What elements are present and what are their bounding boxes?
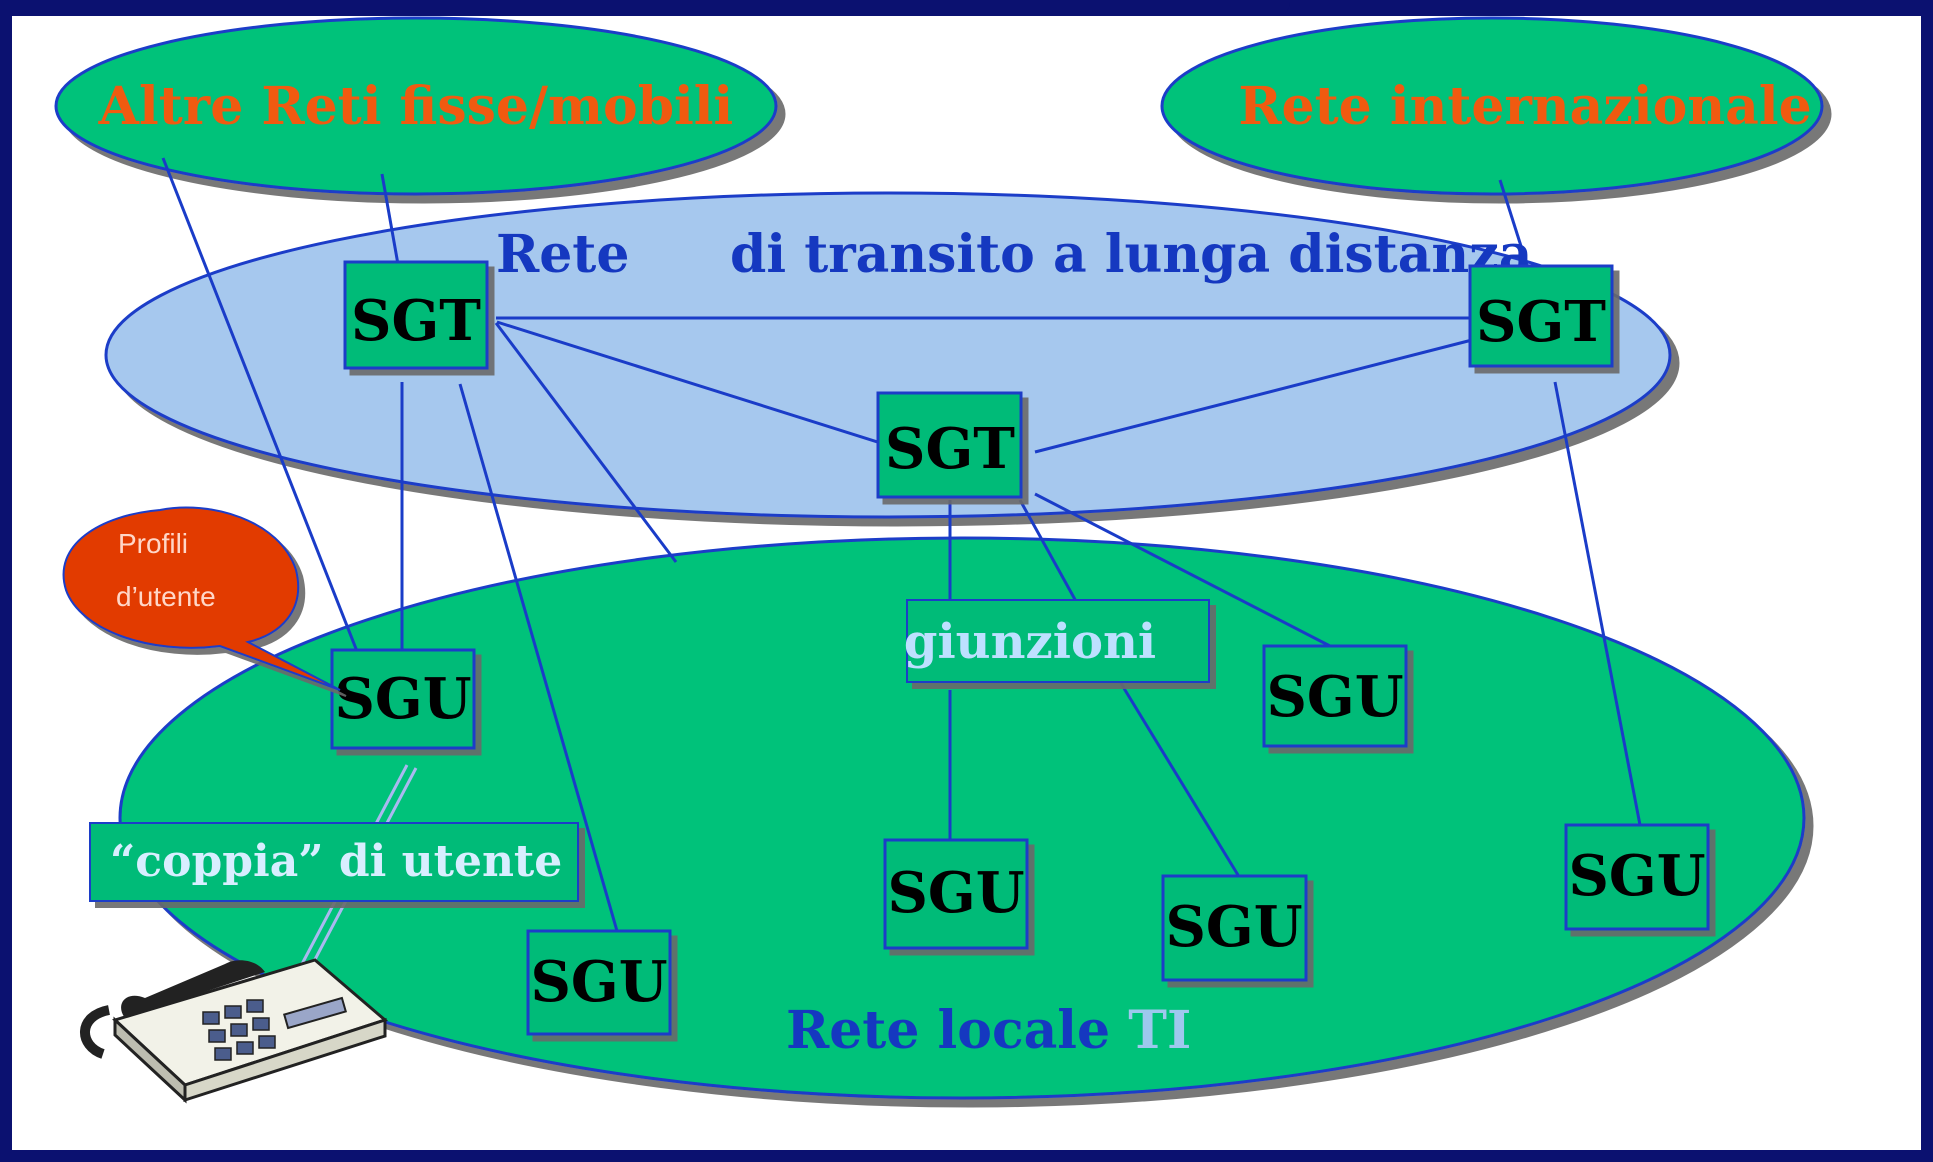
callout-line-1: Profili	[118, 528, 188, 559]
junctions-label: giunzioni	[904, 614, 1156, 670]
sgt-node-center[interactable]: SGT	[876, 391, 1023, 499]
sgt-node-left-label: SGT	[351, 288, 481, 354]
sgu-node-center-right[interactable]: SGU	[1161, 874, 1308, 982]
sgu-node-right-mid-label: SGU	[1266, 664, 1403, 730]
sgu-node-bottom-left[interactable]: SGU	[526, 929, 672, 1036]
sgu-node-left-label: SGU	[334, 666, 471, 732]
link-other-sgu	[161, 157, 364, 665]
other-networks-cloud	[54, 16, 778, 196]
transit-label-rest: di transito a lunga distanza	[730, 224, 1532, 285]
link-junction-sgu-2	[1123, 689, 1240, 876]
sgu-node-center-label: SGU	[887, 860, 1024, 926]
local-network-label: Rete locale TI	[786, 1000, 1191, 1061]
sgt-node-right-label: SGT	[1476, 289, 1606, 355]
link-left-center	[496, 320, 904, 452]
sgu-node-center-right-label: SGU	[1165, 894, 1302, 960]
sgu-node-right-mid[interactable]: SGU	[1262, 644, 1408, 748]
link-sgt-sgu-far-right	[1553, 381, 1642, 826]
junctions-box: giunzioni	[904, 599, 1210, 683]
sgu-node-far-right[interactable]: SGU	[1564, 823, 1710, 931]
international-cloud	[1160, 16, 1824, 196]
international-label: Rete internazionale	[1238, 76, 1811, 137]
sgt-node-center-label: SGT	[885, 416, 1015, 482]
link-sgt-center	[494, 322, 678, 563]
sgu-node-center[interactable]: SGU	[883, 838, 1029, 950]
transit-label-rete: Rete	[496, 224, 629, 285]
link-center-right	[1034, 338, 1473, 454]
other-networks-label: Altre Reti fisse/mobili	[98, 76, 734, 137]
sgt-node-right[interactable]: SGT	[1468, 264, 1614, 368]
user-profiles-callout: Profili d’utente	[62, 506, 341, 691]
local-network-label-main: Rete locale	[786, 1000, 1128, 1061]
callout-line-2: d’utente	[116, 581, 216, 612]
telephone-icon	[80, 958, 389, 1104]
local-network-label-ti: TI	[1128, 1000, 1191, 1061]
subscriber-pair-box: “coppia” di utente	[89, 822, 579, 902]
transit-network-ellipse	[104, 191, 1672, 519]
title-bar-band	[0, 0, 1290, 16]
sgu-node-bottom-left-label: SGU	[530, 949, 667, 1015]
sgu-node-far-right-label: SGU	[1568, 843, 1705, 909]
subscriber-pair-label: “coppia” di utente	[110, 836, 562, 887]
sgt-node-left[interactable]: SGT	[343, 260, 489, 370]
link-sgt-sgu-bottom	[458, 383, 619, 932]
sgu-node-left[interactable]: SGU	[330, 648, 476, 750]
link-center-sgu-right	[1034, 492, 1331, 648]
link-int-sgt	[1498, 179, 1529, 266]
connection-lines	[161, 157, 1642, 932]
